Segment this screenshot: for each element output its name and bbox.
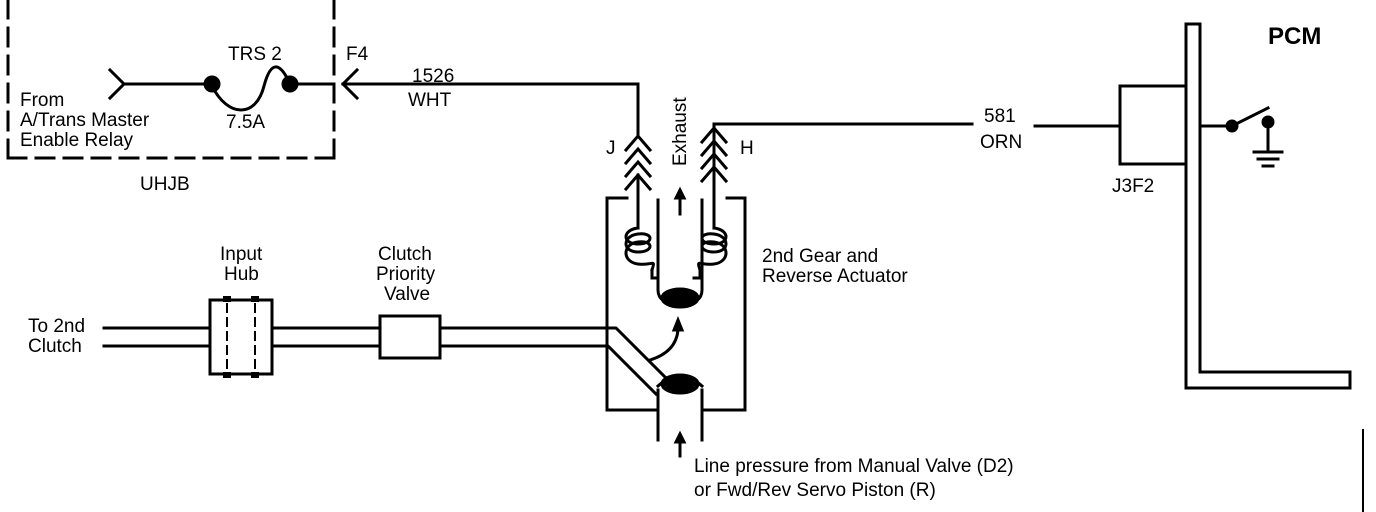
upper-check-ball [660,287,700,309]
terminal-h-label: H [740,138,754,159]
fluid-line-lower-right [438,344,659,397]
pcm-housing [1184,22,1352,390]
wire-1526-wht [341,82,640,137]
line-pressure-source-line2: or Fwd/Rev Servo Piston (R) [694,480,936,501]
solenoid-coil-j [624,226,655,272]
wire-581-orn [712,122,974,130]
f4-connector-label: F4 [346,44,369,65]
solenoid-return-j [650,268,660,280]
pcm-connector-j3f2 [1118,84,1188,166]
actuator-body-right [700,196,747,412]
input-hub-label-line2: Hub [224,264,259,285]
clutch-priority-valve [378,314,442,360]
ground-icon [1252,150,1284,168]
fluid-line-upper-right [438,326,669,381]
input-hub [208,298,274,376]
valve-label-line2: Priority [376,264,436,285]
pcm-switch-blade [1229,105,1271,129]
fuse-rating-label: 7.5A [226,112,265,133]
valve-label-line1: Clutch [378,244,432,265]
wire-581-circuit-label: 581 [984,106,1016,127]
shuttle-arrow [648,328,680,362]
actuator-body-left [605,196,660,412]
exhaust-label: Exhaust [670,97,691,166]
wire-1526-color-label: WHT [408,90,452,111]
wire-1526-circuit-label: 1526 [412,66,454,87]
input-hub-seals [226,303,256,373]
clutch-destination-line1: To 2nd [28,316,85,337]
valve-label-line3: Valve [384,284,430,305]
uhjb-label: UHJB [140,174,190,195]
line-pressure-arrow-head [673,430,687,444]
pcm-housing-inner [1198,22,1352,374]
relay-source-line3: Enable Relay [20,130,134,151]
terminal-j-label: J [606,138,616,159]
fuse-symbol [209,65,292,112]
relay-source-line2: A/Trans Master [20,110,150,131]
actuator-name-line2: Reverse Actuator [762,266,908,287]
input-hub-studs [223,296,259,378]
lower-tube-cap [655,374,705,389]
solenoid-coil-h [697,226,728,272]
terminal-j-connector [623,133,653,198]
shuttle-arrow-head [671,315,685,332]
fuse-terminal-left [203,75,221,93]
exhaust-arrow-head [673,186,687,200]
terminal-h-connector [699,125,729,198]
pcm-title: PCM [1268,23,1321,50]
pcm-connector-label: J3F2 [1112,176,1154,197]
line-pressure-source-line1: Line pressure from Manual Valve (D2) [694,456,1014,477]
relay-source-line1: From [20,90,64,111]
clutch-destination-line2: Clutch [28,336,82,357]
actuator-name-line1: 2nd Gear and [762,246,878,267]
fuse-name-label: TRS 2 [228,44,282,65]
solenoid-return-h [692,268,702,280]
wire-581-color-label: ORN [980,132,1022,153]
input-hub-label-line1: Input [220,244,263,265]
input-connector-symbol [107,67,127,101]
